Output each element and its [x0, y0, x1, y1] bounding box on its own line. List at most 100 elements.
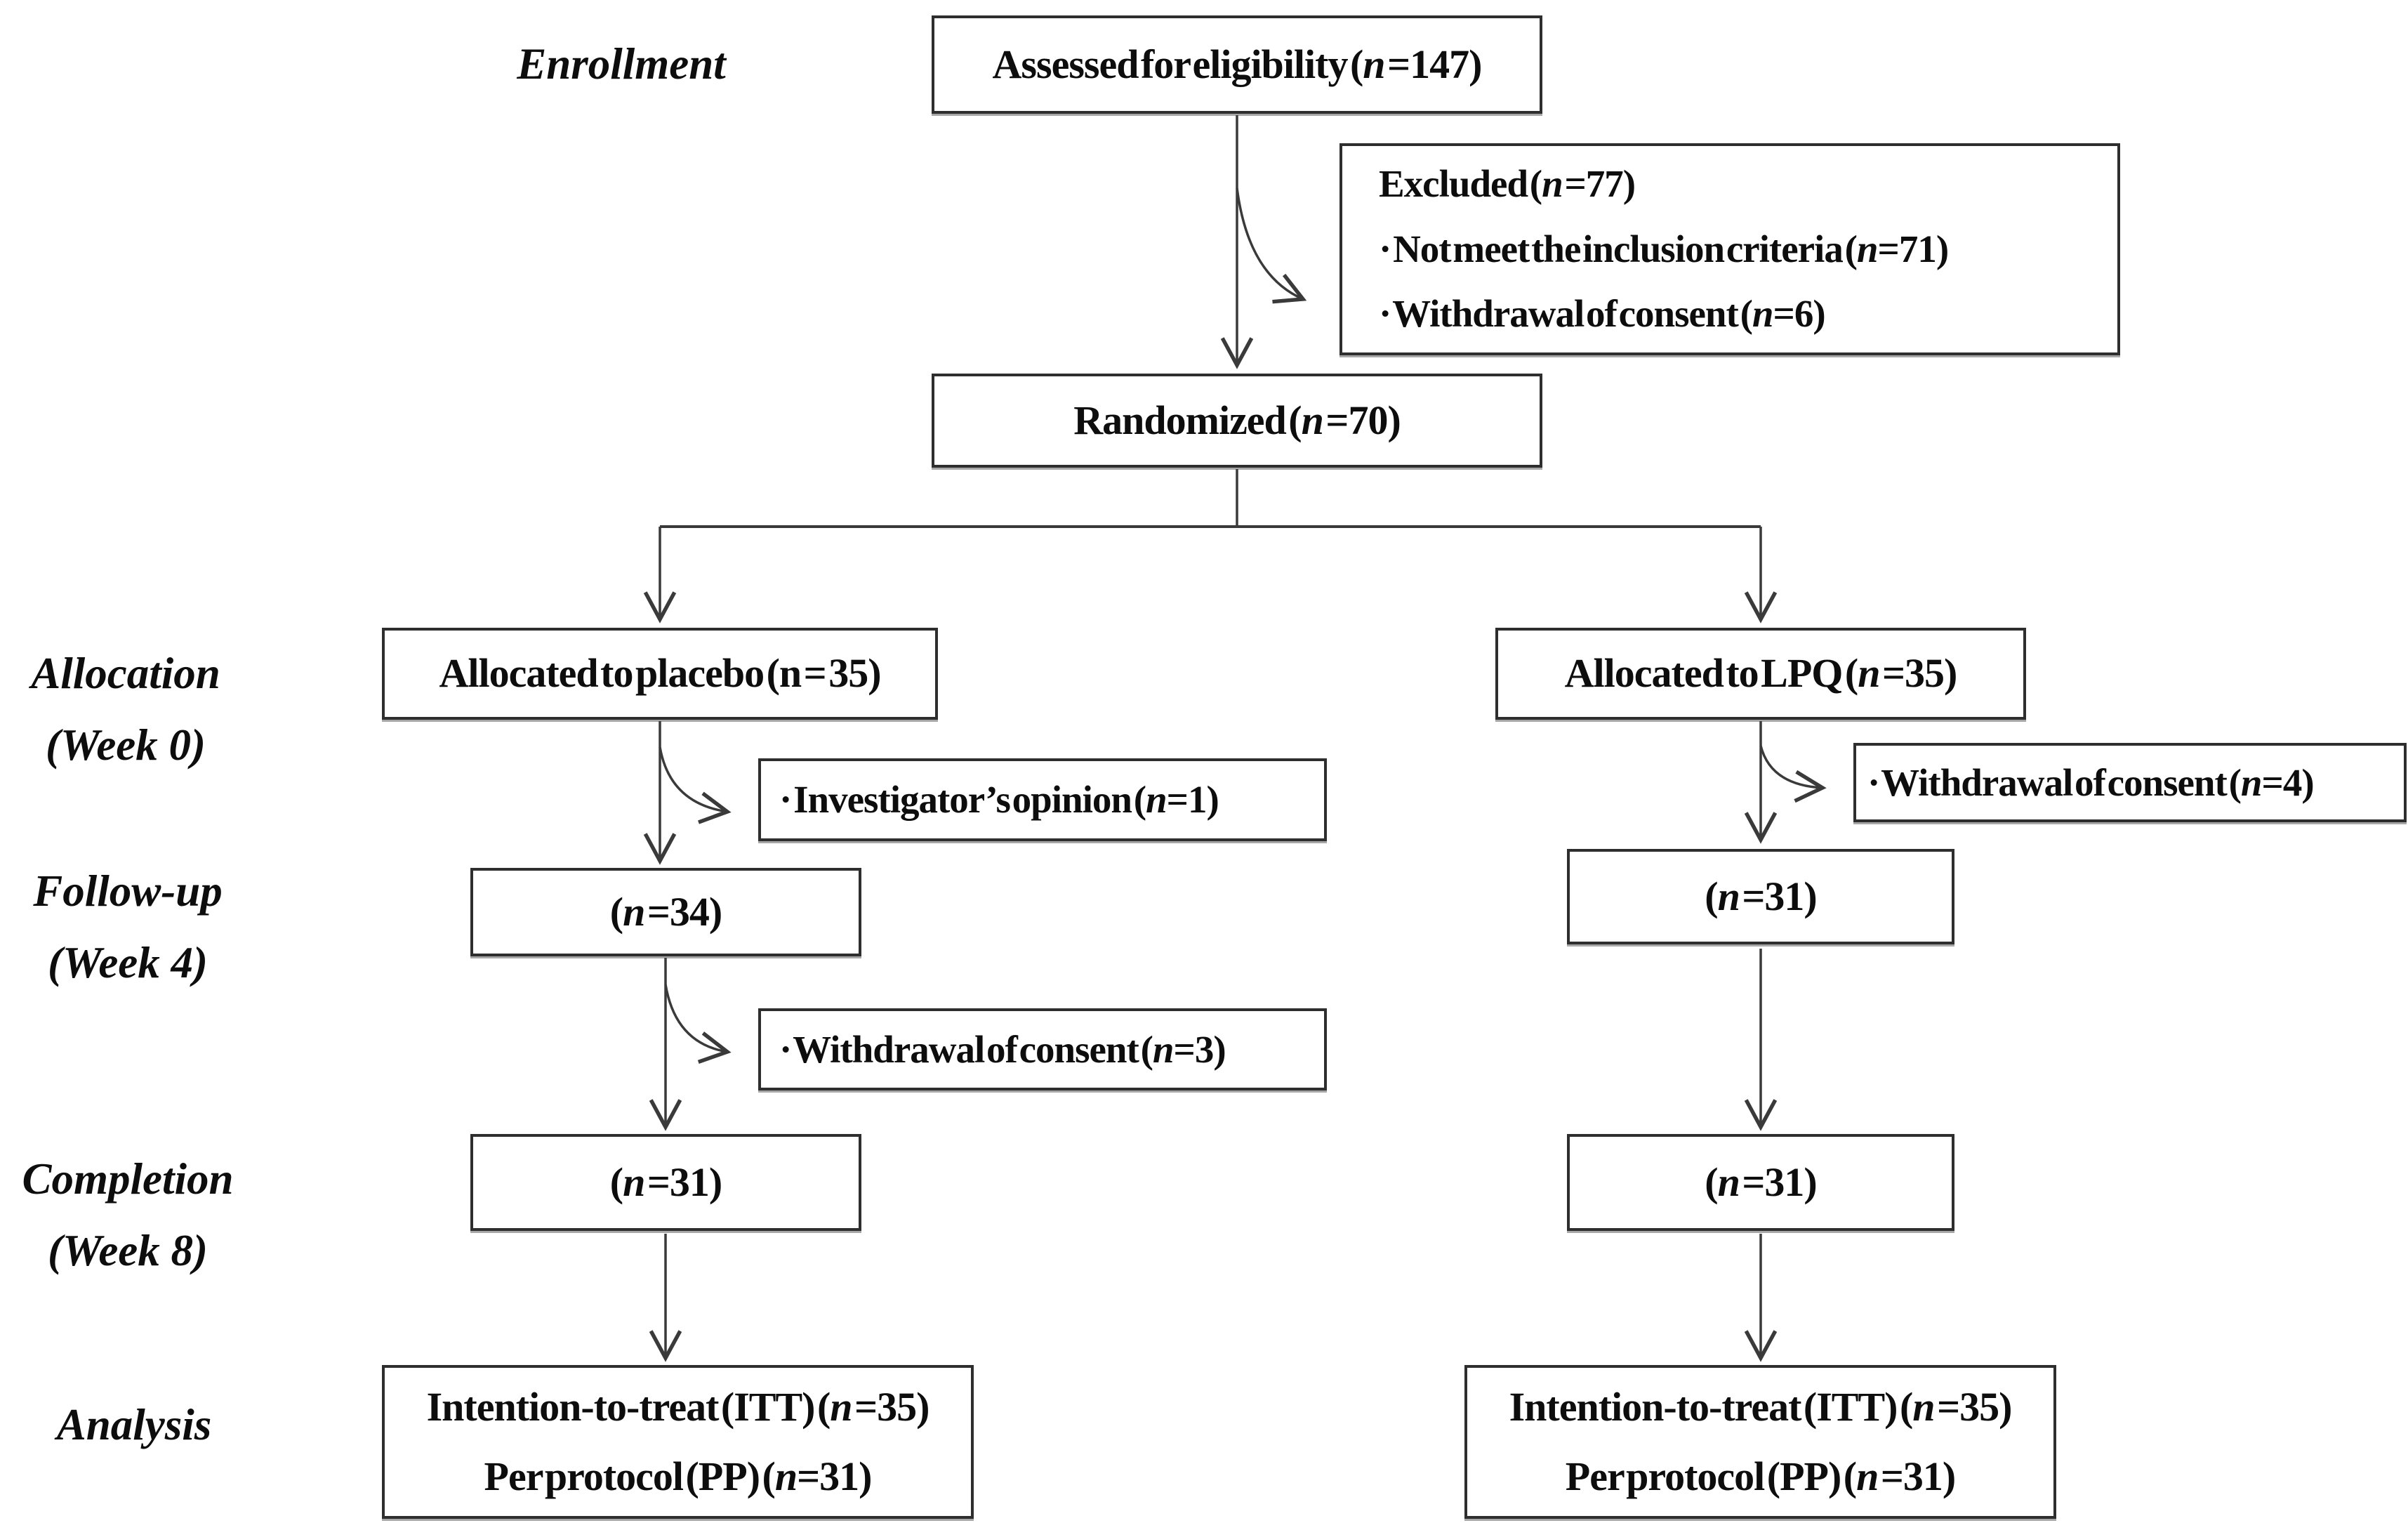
text-segment: · Not meet the inclusion criteria (	[1379, 227, 1858, 270]
box-text: (n =31)	[1705, 1150, 1817, 1215]
n-symbol: n	[1363, 41, 1385, 87]
text-segment: Per protocol (PP) (	[1565, 1453, 1857, 1499]
followup-placebo-box: (n =34)	[470, 868, 861, 956]
text-segment: (	[1705, 1159, 1718, 1205]
analysis-lpq-box: Intention-to-treat (ITT) (n =35) Per pro…	[1464, 1365, 2056, 1519]
box-text: · Withdrawal of consent (n=6)	[1379, 282, 1826, 346]
text-segment: Allocated to placebo (	[439, 650, 779, 697]
followup-lpq-box: (n =31)	[1567, 849, 1954, 944]
n-symbol: n	[1152, 1027, 1175, 1071]
stage-text: Analysis	[56, 1400, 212, 1449]
arrow-to-excluded-box	[1236, 187, 1307, 304]
stage-text: (Week 8)	[48, 1226, 208, 1276]
n-symbol: n	[779, 650, 802, 697]
box-text: · Investigator’s opinion (n=1)	[779, 769, 1219, 831]
text-segment: =31)	[797, 1453, 872, 1499]
text-segment: Excluded (	[1379, 162, 1542, 206]
text-segment: =6)	[1773, 292, 1825, 336]
box-text: · Withdrawal of consent (n=4)	[1867, 752, 2315, 814]
withdrawal-consent-4-box: · Withdrawal of consent (n=4)	[1853, 743, 2407, 822]
assessed-for-eligibility-box: Assessed for eligibility (n =147)	[932, 15, 1542, 114]
arrow-to-withdrawal-4-box	[1759, 745, 1827, 803]
text-segment: =35)	[1934, 1383, 2012, 1430]
box-text: Per protocol (PP) (n=31)	[484, 1442, 873, 1512]
text-segment: Randomized (	[1073, 397, 1302, 443]
arrow-to-withdrawal-3-box	[664, 984, 732, 1064]
n-symbol: n	[1717, 873, 1740, 919]
stage-label-allocation: Allocation (Week 0)	[13, 638, 239, 781]
text-segment: =71)	[1877, 227, 1950, 270]
n-symbol: n	[1856, 227, 1879, 270]
completion-lpq-box: (n =31)	[1567, 1134, 1954, 1231]
n-symbol: n	[1301, 397, 1324, 443]
text-segment: · Withdrawal of consent (	[1867, 760, 2242, 804]
excluded-box: Excluded (n =77) · Not meet the inclusio…	[1339, 143, 2120, 355]
analysis-placebo-box: Intention-to-treat (ITT) (n =35) Per pro…	[382, 1365, 974, 1519]
n-symbol: n	[774, 1453, 798, 1499]
text-segment: =31)	[1739, 1159, 1817, 1205]
box-text: Excluded (n =77)	[1379, 152, 1636, 216]
text-segment: =31)	[1739, 873, 1817, 919]
text-segment: =77)	[1562, 162, 1636, 206]
stage-text: Enrollment	[517, 39, 726, 88]
investigator-opinion-box: · Investigator’s opinion (n=1)	[758, 758, 1327, 841]
n-symbol: n	[830, 1383, 852, 1430]
n-symbol: n	[2240, 760, 2263, 804]
text-segment: Assessed for eligibility (	[992, 41, 1364, 87]
text-segment: =1)	[1166, 778, 1219, 821]
box-text: Intention-to-treat (ITT) (n =35)	[427, 1373, 930, 1442]
text-segment: =35)	[852, 1383, 930, 1430]
text-segment: =3)	[1173, 1027, 1226, 1071]
box-text: · Not meet the inclusion criteria (n=71)	[1379, 217, 1950, 282]
n-symbol: n	[1856, 1453, 1879, 1499]
stage-label-enrollment: Enrollment	[491, 28, 751, 100]
text-segment: Intention-to-treat (ITT) (	[1509, 1383, 1914, 1430]
text-segment: =35)	[1879, 650, 1957, 697]
box-text: · Withdrawal of consent (n=3)	[779, 1019, 1226, 1081]
text-segment: = 35)	[801, 650, 882, 697]
stage-text: (Week 0)	[46, 720, 206, 770]
text-segment: =31)	[1878, 1453, 1956, 1499]
box-text: Assessed for eligibility (n =147)	[992, 32, 1483, 98]
box-text: Allocated to placebo (n = 35)	[439, 641, 882, 706]
text-segment: (	[609, 888, 623, 935]
text-segment: =34)	[644, 888, 722, 935]
text-segment: =70)	[1323, 397, 1401, 443]
stage-label-completion: Completion (Week 8)	[6, 1143, 250, 1286]
n-symbol: n	[1858, 650, 1880, 697]
arrow-to-investigator-opinion-box	[659, 746, 732, 824]
stage-text: Completion	[22, 1154, 234, 1204]
stage-label-analysis: Analysis	[25, 1389, 243, 1461]
n-symbol: n	[1542, 162, 1563, 206]
box-text: Per protocol (PP) (n =31)	[1565, 1442, 1956, 1512]
stage-text: (Week 4)	[48, 938, 208, 988]
n-symbol: n	[1146, 778, 1167, 821]
text-segment: Intention-to-treat (ITT) (	[426, 1383, 831, 1430]
text-segment: =4)	[2261, 760, 2314, 804]
stage-text: Allocation	[31, 649, 220, 698]
n-symbol: n	[1912, 1383, 1935, 1430]
box-text: Allocated to LPQ (n =35)	[1564, 641, 1958, 706]
withdrawal-consent-3-box: · Withdrawal of consent (n=3)	[758, 1008, 1327, 1090]
text-segment: Allocated to LPQ (	[1564, 650, 1859, 697]
randomized-box: Randomized (n =70)	[932, 374, 1542, 468]
box-text: Intention-to-treat (ITT) (n =35)	[1509, 1373, 2013, 1442]
text-segment: (	[609, 1159, 623, 1205]
n-symbol: n	[623, 888, 645, 935]
text-segment: =31)	[644, 1159, 722, 1205]
n-symbol: n	[1717, 1159, 1740, 1205]
text-segment: (	[1705, 873, 1718, 919]
box-text: (n =34)	[610, 880, 722, 945]
allocated-placebo-box: Allocated to placebo (n = 35)	[382, 628, 938, 720]
stage-text: Follow-up	[33, 866, 223, 916]
n-symbol: n	[1752, 292, 1774, 336]
text-segment: =147)	[1384, 41, 1482, 87]
box-text: Randomized (n =70)	[1073, 388, 1401, 454]
stage-label-followup: Follow-up (Week 4)	[10, 855, 246, 998]
text-segment: · Withdrawal of consent (	[1379, 292, 1753, 336]
completion-placebo-box: (n =31)	[470, 1134, 861, 1231]
text-segment: · Investigator’s opinion (	[779, 778, 1146, 821]
box-text: (n =31)	[610, 1150, 722, 1215]
n-symbol: n	[623, 1159, 645, 1205]
